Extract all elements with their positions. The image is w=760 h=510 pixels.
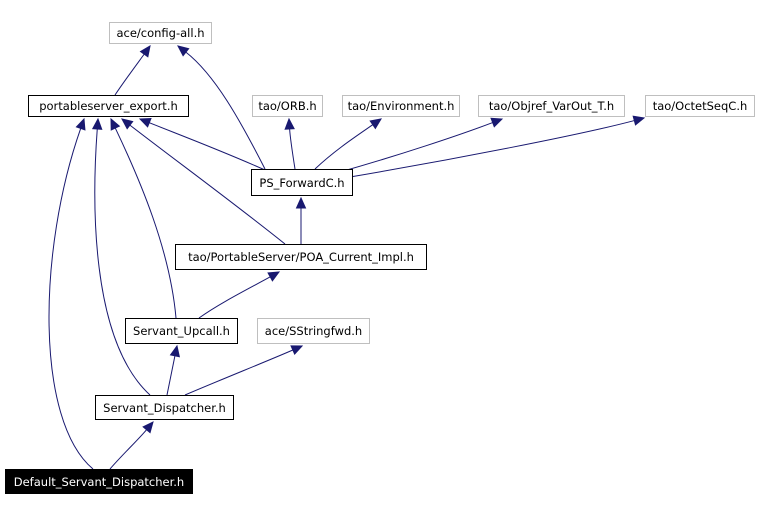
node-config-all[interactable]: ace/config-all.h xyxy=(109,22,212,44)
edge-dispatcher-to-ps_export xyxy=(94,128,151,396)
arrowhead-ps_forward-to-objref xyxy=(490,117,504,128)
arrowhead-upcall-to-poa_current xyxy=(267,271,281,282)
node-ace-sstringfwd[interactable]: ace/SStringfwd.h xyxy=(257,318,370,344)
edge-dispatcher-to-sstringfwd xyxy=(184,349,294,396)
arrowhead-ps_forward-to-ps_export xyxy=(138,118,152,128)
edge-poa_current-to-ps_export xyxy=(129,124,286,245)
edge-ps_export-to-config_all xyxy=(114,53,145,96)
edge-ps_forward-to-orb xyxy=(289,128,296,170)
edge-ps_forward-to-octetseq xyxy=(349,120,635,178)
arrowhead-ps_forward-to-octetseq xyxy=(632,115,646,126)
edge-ps_forward-to-config_all xyxy=(185,51,266,170)
arrowhead-dispatcher-to-sstringfwd xyxy=(290,345,304,356)
arrowhead-ps_forward-to-config_all xyxy=(177,45,190,57)
node-servant-dispatcher[interactable]: Servant_Dispatcher.h xyxy=(95,395,234,420)
edge-ps_forward-to-ps_export xyxy=(149,122,266,171)
arrowhead-dispatcher-to-ps_export xyxy=(91,117,103,130)
arrowhead-poa_current-to-ps_export xyxy=(121,118,134,130)
edge-upcall-to-ps_export xyxy=(114,127,177,319)
node-default-servant-dispatcher[interactable]: Default_Servant_Dispatcher.h xyxy=(5,469,193,494)
node-servant-upcall[interactable]: Servant_Upcall.h xyxy=(125,318,238,344)
node-ps-forwardc[interactable]: PS_ForwardC.h xyxy=(251,169,353,196)
arrowhead-poa_current-to-ps_forward xyxy=(295,196,307,209)
edge-ps_forward-to-objref xyxy=(339,122,493,173)
arrowhead-ps_forward-to-environment xyxy=(369,118,383,130)
arrowhead-upcall-to-ps_export xyxy=(110,117,121,131)
arrowhead-ps_forward-to-orb xyxy=(284,117,295,130)
arrowhead-default_dispatcher-to-ps_export xyxy=(75,117,86,131)
edge-dispatcher-to-upcall xyxy=(166,355,176,396)
edge-ps_forward-to-environment xyxy=(314,124,374,170)
arrowhead-default_dispatcher-to-dispatcher xyxy=(142,421,154,434)
arrowhead-dispatcher-to-upcall xyxy=(169,344,180,358)
edge-default_dispatcher-to-ps_export xyxy=(48,128,94,470)
arrowhead-ps_export-to-config_all xyxy=(139,45,151,58)
node-tao-octetseqc[interactable]: tao/OctetSeqC.h xyxy=(645,95,755,117)
node-tao-orb[interactable]: tao/ORB.h xyxy=(252,95,323,117)
node-portableserver-export[interactable]: portableserver_export.h xyxy=(28,95,189,117)
node-tao-environment[interactable]: tao/Environment.h xyxy=(342,95,460,117)
node-poa-current-impl[interactable]: tao/PortableServer/POA_Current_Impl.h xyxy=(175,244,427,270)
edge-default_dispatcher-to-dispatcher xyxy=(109,429,147,470)
edge-upcall-to-poa_current xyxy=(198,276,271,319)
node-tao-objref-varout[interactable]: tao/Objref_VarOut_T.h xyxy=(478,95,625,117)
